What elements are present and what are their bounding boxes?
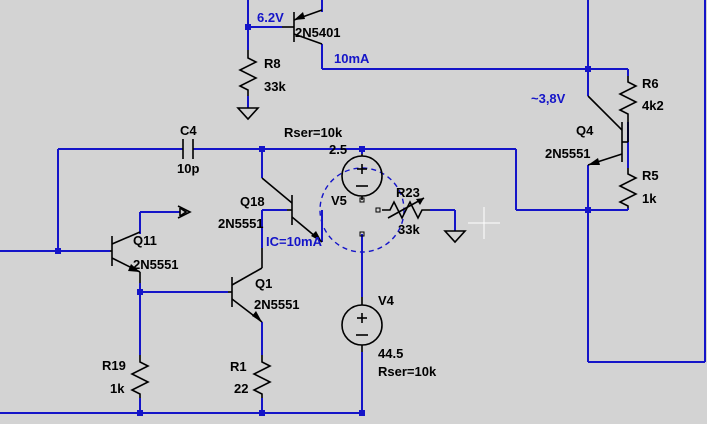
q-top-model: 2N5401 [295,25,341,40]
r6-value: 4k2 [642,98,664,113]
r1-name: R1 [230,359,247,374]
r19-value: 1k [110,381,125,396]
ground-icon [443,230,467,244]
resistor-r23[interactable] [382,197,430,220]
r5-name: R5 [642,168,659,183]
q1-name: Q1 [255,276,272,291]
r6-name: R6 [642,76,659,91]
q4-name: Q4 [576,123,594,138]
r1-value: 22 [234,381,248,396]
q11-name: Q11 [133,233,157,248]
resistor-r19[interactable] [130,355,150,398]
q4-model: 2N5551 [545,146,591,161]
capacitor-c4[interactable] [182,139,194,159]
transistor-q11[interactable] [110,231,141,283]
q18-model: 2N5551 [218,216,264,231]
voltage-source-v4[interactable] [341,297,383,352]
v4-value: 44.5 [378,346,403,361]
v5-name: V5 [331,193,347,208]
ground-icon [236,107,260,121]
v4-param: Rser=10k [378,364,437,379]
v5-param: Rser=10k [284,125,343,140]
r23-name: R23 [396,185,420,200]
q1-model: 2N5551 [254,297,300,312]
crosshair-cursor-icon [468,207,500,239]
q18-name: Q18 [240,194,265,209]
wires [0,0,706,414]
net-label-10ma: 10mA [334,51,370,66]
r5-value: 1k [642,191,657,206]
transistor-q4[interactable] [587,95,629,166]
c4-value: 10p [177,161,199,176]
net-label-3v8: ~3,8V [531,91,566,106]
r8-name: R8 [264,56,281,71]
resistor-r5[interactable] [618,168,638,208]
net-flag-arrow-icon [177,205,192,219]
transistor-q1[interactable] [228,248,263,323]
transistor-2n5401[interactable] [282,9,323,45]
r8-value: 33k [264,79,286,94]
resistor-r1[interactable] [252,355,272,398]
transistor-q18[interactable] [261,177,323,243]
c4-name: C4 [180,123,197,138]
q11-model: 2N5551 [133,257,179,272]
v4-name: V4 [378,293,395,308]
v5-value: 2.5 [329,142,347,157]
r23-value: 33k [398,222,420,237]
junction-dots [55,24,591,416]
resistor-r6[interactable] [618,76,638,122]
r19-name: R19 [102,358,126,373]
resistor-r8[interactable] [238,50,258,96]
net-label-6v2: 6.2V [257,10,284,25]
net-label-ic: IC=10mA [266,234,323,249]
